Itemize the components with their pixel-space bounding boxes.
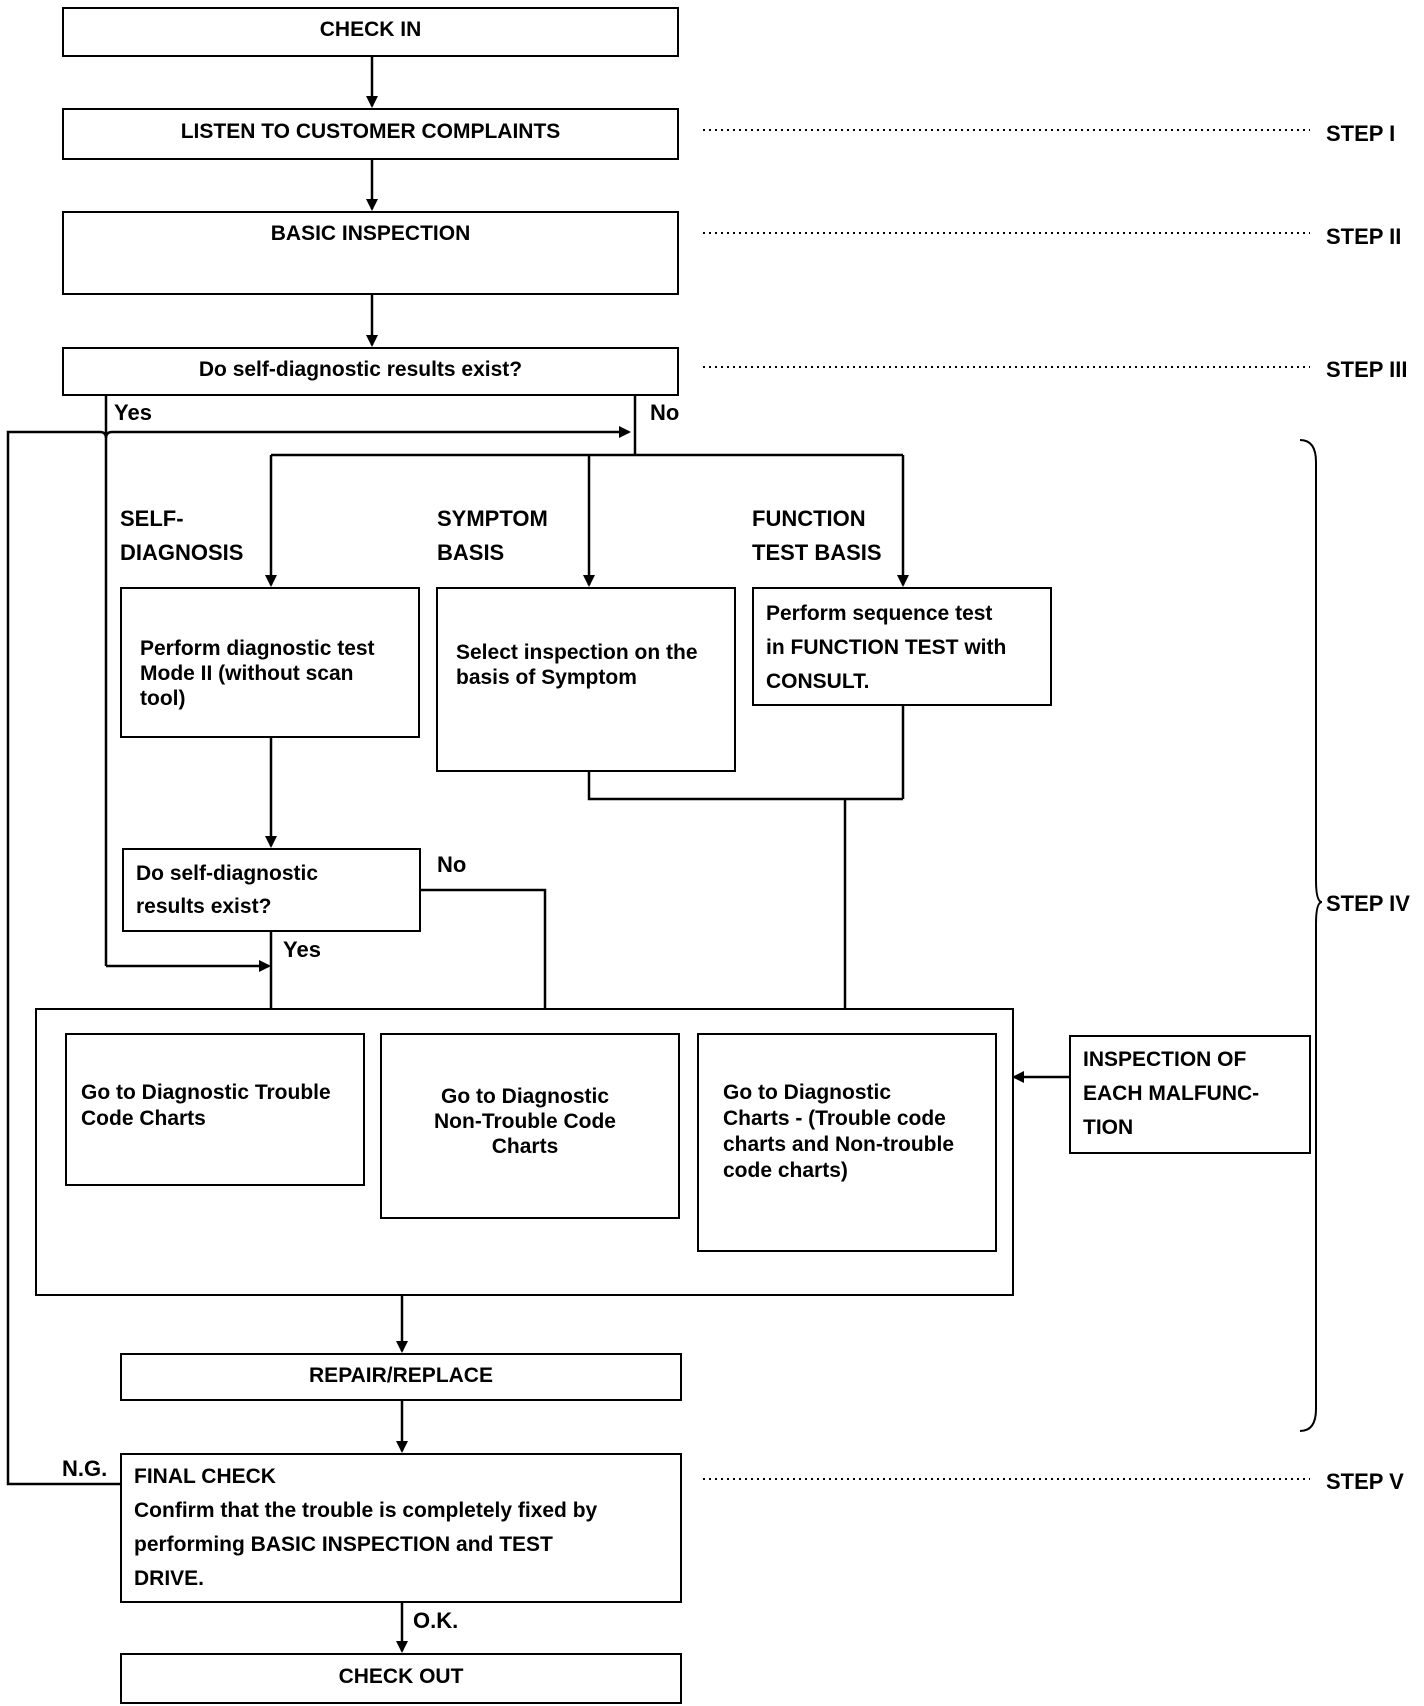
symptom-basis-label: SYMPTOM BASIS bbox=[437, 506, 548, 565]
basic-inspection-box: BASIC INSPECTION bbox=[62, 211, 679, 295]
check-in-label: CHECK IN bbox=[319, 18, 422, 41]
repair-replace-label: REPAIR/REPLACE bbox=[309, 1364, 493, 1387]
self-diag-question-label: Do self-diagnostic results exist? bbox=[198, 358, 523, 381]
no-label: No bbox=[650, 400, 680, 425]
check-in-box: CHECK IN bbox=[62, 7, 679, 57]
check-out-label: CHECK OUT bbox=[338, 1665, 464, 1688]
listen-label: LISTEN TO CUSTOMER COMPLAINTS bbox=[180, 120, 561, 143]
self-diag-question-box: Do self-diagnostic results exist? bbox=[62, 347, 679, 396]
perform-diag-test-box: Perform diagnostic test Mode II (without… bbox=[120, 587, 420, 738]
connector-symptom-merge bbox=[587, 772, 903, 801]
yes-label-2: Yes bbox=[283, 937, 321, 962]
diag-charts-label: Go to Diagnostic Charts - (Trouble code … bbox=[723, 1081, 955, 1182]
inspection-each-label: INSPECTION OF EACH MALFUNC- TION bbox=[1083, 1048, 1260, 1139]
ng-label: N.G. bbox=[62, 1456, 108, 1481]
diag-charts-box: Go to Diagnostic Charts - (Trouble code … bbox=[697, 1033, 997, 1252]
check-out-box: CHECK OUT bbox=[120, 1653, 682, 1704]
self-diag-question2-box: Do self-diagnostic results exist? bbox=[122, 848, 421, 932]
step-5-label: STEP V bbox=[1326, 1469, 1404, 1494]
basic-inspection-label: BASIC INSPECTION bbox=[270, 222, 471, 245]
perform-sequence-label: Perform sequence test in FUNCTION TEST w… bbox=[766, 602, 1007, 693]
arrow-question2-no bbox=[420, 888, 551, 1033]
select-inspection-label: Select inspection on the basis of Sympto… bbox=[456, 641, 698, 689]
step-4-label: STEP IV bbox=[1326, 891, 1410, 916]
arrow-ng-loop bbox=[6, 426, 631, 1486]
no-label-2: No bbox=[437, 852, 467, 877]
self-diagnosis-label: SELF- DIAGNOSIS bbox=[120, 506, 244, 565]
step-3-label: STEP III bbox=[1326, 357, 1408, 382]
step-1-label: STEP I bbox=[1326, 121, 1396, 146]
listen-box: LISTEN TO CUSTOMER COMPLAINTS bbox=[62, 108, 679, 160]
select-inspection-box: Select inspection on the basis of Sympto… bbox=[436, 587, 736, 772]
non-trouble-code-label: Go to Diagnostic Non-Trouble Code Charts bbox=[434, 1085, 616, 1158]
perform-diag-test-label: Perform diagnostic test Mode II (without… bbox=[140, 637, 375, 710]
function-test-basis-label: FUNCTION TEST BASIS bbox=[752, 506, 882, 565]
self-diag-question2-label: Do self-diagnostic results exist? bbox=[136, 862, 319, 918]
perform-sequence-box: Perform sequence test in FUNCTION TEST w… bbox=[752, 587, 1052, 706]
repair-replace-box: REPAIR/REPLACE bbox=[120, 1353, 682, 1401]
yes-label: Yes bbox=[114, 400, 152, 425]
trouble-code-charts-box: Go to Diagnostic Trouble Code Charts bbox=[65, 1033, 365, 1186]
ok-label: O.K. bbox=[413, 1608, 459, 1633]
non-trouble-code-box: Go to Diagnostic Non-Trouble Code Charts bbox=[380, 1033, 680, 1219]
final-check-box: FINAL CHECK Confirm that the trouble is … bbox=[120, 1453, 682, 1603]
final-check-label: FINAL CHECK Confirm that the trouble is … bbox=[134, 1465, 598, 1590]
step4-brace bbox=[1299, 439, 1323, 1432]
inspection-each-box: INSPECTION OF EACH MALFUNC- TION bbox=[1069, 1035, 1311, 1154]
trouble-code-charts-label: Go to Diagnostic Trouble Code Charts bbox=[81, 1081, 331, 1130]
step-2-label: STEP II bbox=[1326, 224, 1402, 249]
